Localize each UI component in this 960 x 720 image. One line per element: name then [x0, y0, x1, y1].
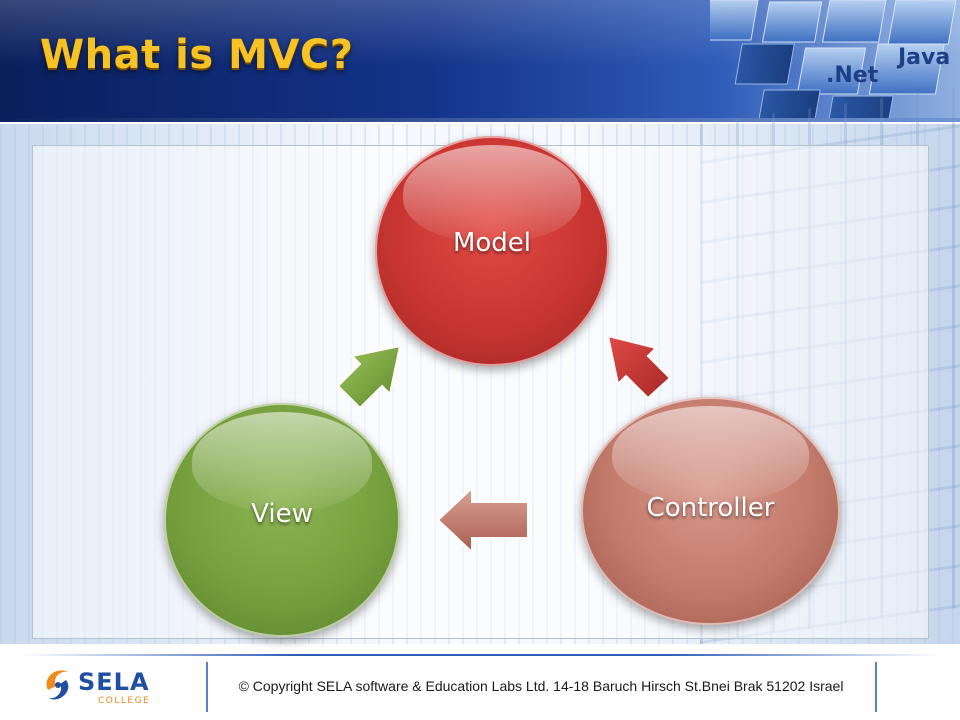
model-node-highlight: [403, 145, 581, 242]
sela-swirl-icon: [46, 670, 69, 700]
sela-college-logo: SELA COLLEGE: [46, 668, 150, 706]
arrow-controller-to-view: [436, 485, 529, 555]
logo-subtext: COLLEGE: [98, 696, 150, 706]
view-node: View: [164, 403, 400, 637]
logo-wordmark: SELA: [78, 668, 150, 696]
copyright-notice: © Copyright SELA software & Education La…: [238, 678, 844, 694]
arrow-view-to-model: [336, 344, 402, 410]
controller-node-highlight: [612, 406, 809, 502]
model-node-label: Model: [452, 228, 532, 258]
view-node-highlight: [192, 412, 372, 511]
net-cube-label: .Net: [826, 63, 879, 88]
footer-divider-right: [875, 662, 877, 712]
java-cube-label: Java: [896, 45, 950, 70]
arrow-controller-to-model: [606, 334, 672, 400]
technology-cubes-graphic: .Net Java: [710, 0, 957, 120]
header-rule: [0, 118, 960, 122]
footer-rule: [20, 654, 940, 656]
footer-divider-left: [206, 662, 208, 712]
slide-title: What is MVC?: [40, 32, 354, 78]
view-node-label: View: [251, 499, 313, 529]
controller-node: Controller: [581, 397, 840, 625]
slide-header: .Net Java What is MVC?: [0, 0, 960, 120]
controller-node-label: Controller: [646, 493, 775, 523]
model-node: Model: [375, 136, 609, 366]
